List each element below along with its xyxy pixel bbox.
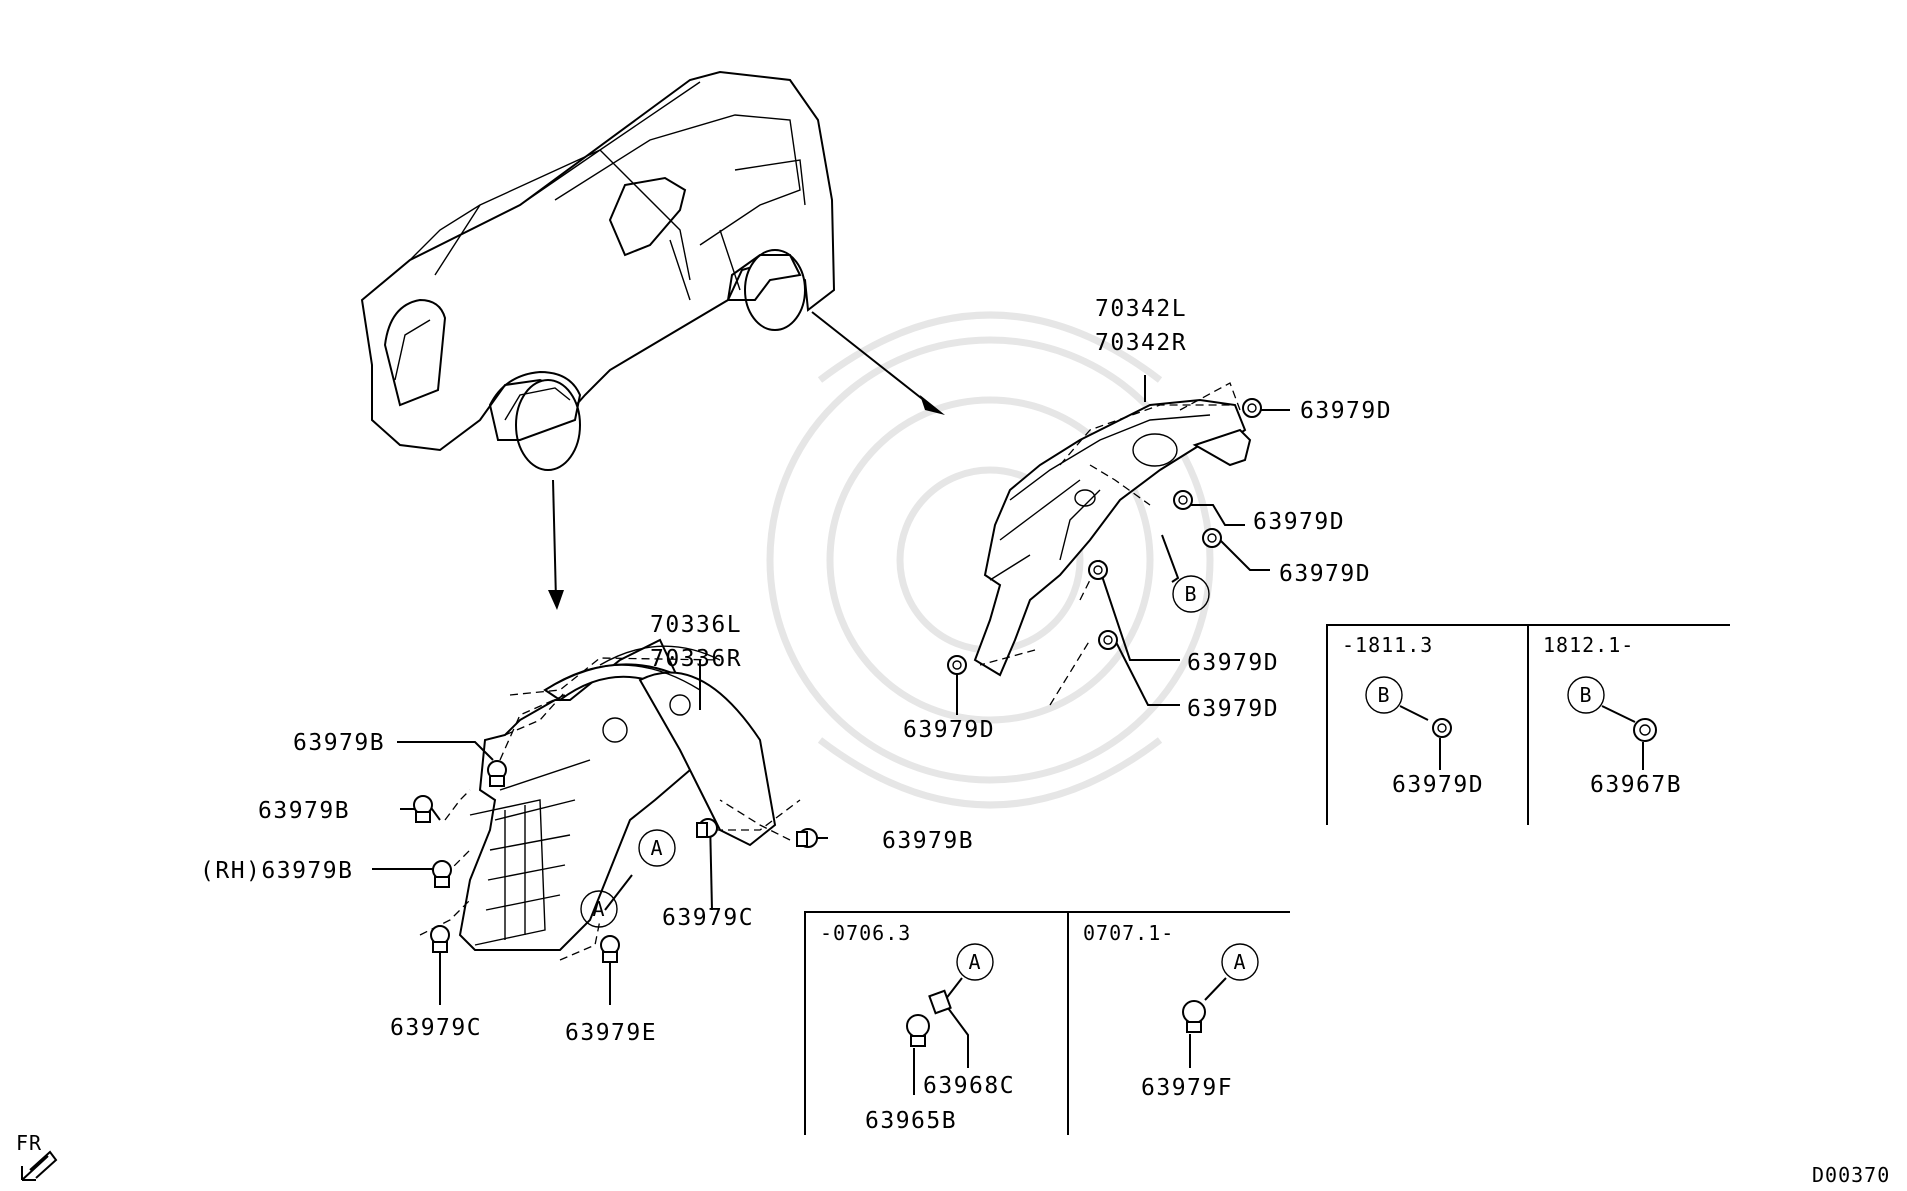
box-a-right-range: 0707.1-: [1083, 921, 1174, 945]
front-arrow-icon: [21, 1150, 58, 1181]
watermark: [766, 311, 1214, 809]
label-63979b-top: 63979B: [293, 730, 385, 756]
label-63979d-1: 63979D: [1300, 398, 1392, 424]
front-direction-marker: FR: [16, 1131, 58, 1181]
clip-63979f: [1182, 1000, 1206, 1033]
callout-a-box-right-letter: A: [1233, 950, 1246, 974]
nut-63979d-5: [1098, 630, 1118, 650]
rear-labels: 70342L 70342R 63979D 63979D 63979D 63979…: [903, 296, 1392, 743]
callout-a-front-2: [580, 890, 618, 928]
box-b-left-range: -1811.3: [1342, 633, 1433, 657]
clip-63968c: [928, 989, 952, 1015]
callout-a-box-right: [1221, 943, 1259, 981]
variant-box-b: -1811.3 1812.1- B B 63979D 63967B: [1326, 624, 1730, 825]
label-63979e: 63979E: [565, 1020, 657, 1046]
vehicle-illustration: [360, 70, 836, 471]
diagram-code: D00370: [1812, 1163, 1890, 1187]
nut-63979d-2: [1173, 490, 1193, 510]
clip-63979b-right: [796, 828, 818, 848]
callout-a-front-1-letter: A: [650, 836, 663, 860]
label-63979f: 63979F: [1141, 1075, 1233, 1101]
clip-63965b: [906, 1014, 930, 1047]
label-63967b-box: 63967B: [1590, 772, 1682, 798]
callout-a-front-1: [638, 829, 676, 867]
callout-a-box-left: [956, 943, 994, 981]
callout-b-rear-letter: B: [1184, 582, 1197, 606]
clip-63979b-top: [487, 760, 507, 787]
rear-fender-liner: [973, 398, 1252, 677]
nut-63979d-4: [1088, 560, 1108, 580]
clip-63979b-mid: [413, 795, 433, 823]
callout-a-box-left-letter: A: [968, 950, 981, 974]
callout-b-box-left: [1365, 676, 1403, 714]
front-marker-label: FR: [16, 1131, 42, 1155]
label-63968c: 63968C: [923, 1073, 1015, 1099]
label-63979c-center: 63979C: [662, 905, 754, 931]
nut-63967b-box: [1633, 718, 1657, 742]
box-a-left-range: -0706.3: [820, 921, 911, 945]
direction-arrows: [548, 311, 945, 610]
label-63979b-mid: 63979B: [258, 798, 350, 824]
callout-b-box-right-letter: B: [1579, 683, 1592, 707]
clip-63979e: [600, 935, 620, 963]
label-63965b: 63965B: [865, 1108, 957, 1134]
clip-63979b-rh: [432, 860, 452, 888]
label-63979d-2: 63979D: [1253, 509, 1345, 535]
nut-63979d-3: [1202, 528, 1222, 548]
variant-box-a: -0706.3 0707.1- A A 63968C 63965B 63979F: [804, 911, 1290, 1135]
label-63979b-right: 63979B: [882, 828, 974, 854]
front-liner-l-label: 70336L: [650, 612, 742, 638]
nut-63979d-6: [947, 655, 967, 675]
rear-leaders: B: [947, 375, 1290, 715]
box-b-right-range: 1812.1-: [1543, 633, 1634, 657]
nut-63979d-box: [1432, 718, 1452, 738]
label-63979d-4: 63979D: [1187, 650, 1279, 676]
label-63979d-6: 63979D: [903, 717, 995, 743]
label-63979d-box: 63979D: [1392, 772, 1484, 798]
nut-63979d-1: [1242, 398, 1262, 418]
front-leaders: A A: [372, 660, 828, 1005]
rear-liner-r-label: 70342R: [1095, 330, 1187, 356]
clip-63979c-center: [696, 818, 718, 838]
label-63979b-rh: (RH)63979B: [200, 858, 353, 884]
front-fender-liner: [458, 638, 777, 951]
rear-liner-l-label: 70342L: [1095, 296, 1187, 322]
callout-a-front-2-letter: A: [592, 897, 605, 921]
front-labels: 70336L 70336R 63979B 63979B (RH)63979B 6…: [200, 612, 974, 1046]
label-63979c-left: 63979C: [390, 1015, 482, 1041]
front-liner-r-label: 70336R: [650, 646, 742, 672]
label-63979d-5: 63979D: [1187, 696, 1279, 722]
callout-b-rear: [1172, 575, 1210, 613]
callout-b-box-left-letter: B: [1377, 683, 1390, 707]
label-63979d-3: 63979D: [1279, 561, 1371, 587]
clip-63979c-left: [430, 925, 450, 953]
callout-b-box-right: [1567, 676, 1605, 714]
